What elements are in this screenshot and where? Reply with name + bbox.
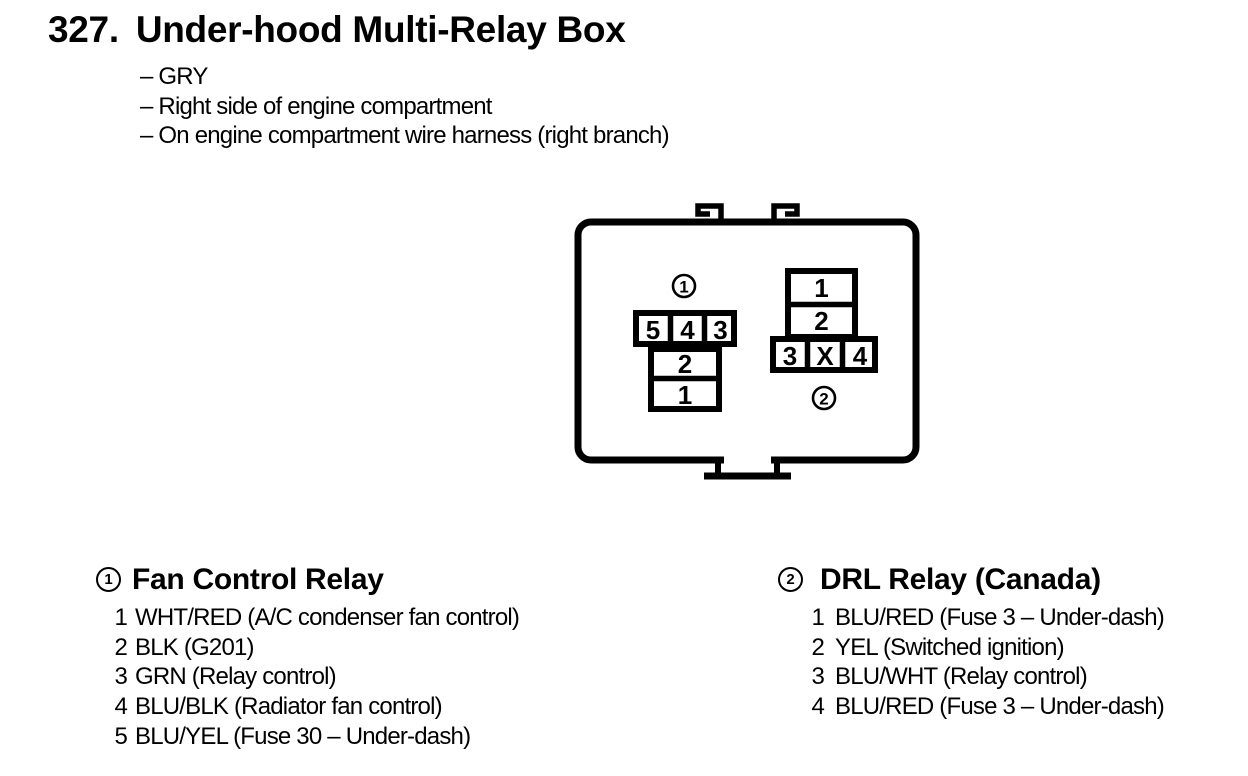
pin-description: BLU/RED (Fuse 3 – Under-dash)	[835, 693, 1165, 721]
connector2-pin-cell: 3	[783, 341, 797, 371]
legend2-title: DRL Relay (Canada)	[820, 563, 1101, 596]
pin-number: 1	[114, 604, 127, 631]
mounting-hook-top-left	[695, 203, 724, 221]
pin-number: 3	[114, 663, 127, 691]
bottom-edge-gap	[724, 453, 771, 466]
pin-description: GRN (Relay control)	[135, 663, 337, 691]
pin-row: 5 BLU/YEL (Fuse 30 – Under-dash)	[96, 722, 656, 752]
legend-header: 1 Fan Control Relay	[96, 562, 656, 597]
pin-row: 2 BLK (G201)	[96, 633, 656, 663]
page-title: Under-hood Multi-Relay Box	[135, 9, 626, 50]
connector2-pin-cell: X	[816, 341, 834, 371]
pin-description: BLK (G201)	[135, 633, 255, 661]
pin-list: 1 WHT/RED (A/C condenser fan control) 2 …	[96, 603, 656, 752]
pin-number: 4	[811, 693, 824, 721]
connector2-label-circle	[811, 385, 837, 411]
section-title: 327. Under-hood Multi-Relay Box	[48, 9, 626, 50]
connector1-pin-cell: 3	[713, 315, 727, 345]
connector1-pin-cell: 5	[646, 315, 660, 345]
pin-number: 2	[811, 633, 824, 661]
legend-drl-relay: 2 DRL Relay (Canada) 1 BLU/RED (Fuse 3 –…	[778, 562, 1238, 722]
connector2-pin-cell: 4	[853, 341, 868, 371]
pin-row: 1 BLU/RED (Fuse 3 – Under-dash)	[778, 603, 1238, 633]
connector1-label: 1	[679, 278, 688, 297]
connector1-pin-cell: 4	[680, 315, 695, 345]
pin-number: 2	[114, 633, 127, 661]
pin-list: 1 BLU/RED (Fuse 3 – Under-dash) 2 YEL (S…	[778, 603, 1238, 722]
pin-description: BLU/WHT (Relay control)	[835, 663, 1088, 691]
connector2-row-divider	[804, 339, 846, 370]
pin-row: 2 YEL (Switched ignition)	[778, 633, 1238, 663]
pin-number: 1	[811, 604, 824, 631]
pin-row: 3 GRN (Relay control)	[96, 662, 656, 692]
pin-number: 4	[114, 693, 127, 721]
connector2-pin-cell: 1	[814, 273, 828, 303]
pin-number: 5	[114, 722, 127, 750]
pin-description: BLU/YEL (Fuse 30 – Under-dash)	[135, 722, 471, 750]
legend2-circle-number: 2	[778, 567, 803, 592]
legend-header: 2 DRL Relay (Canada)	[778, 562, 1238, 597]
connector1-pin-cell: 2	[678, 349, 692, 379]
connector1-pin-cell: 1	[678, 380, 692, 410]
connector1-top-row	[633, 310, 737, 347]
relay-box-diagram: 1 5 4 3 2 1 1 2 3 X 4 2	[574, 203, 920, 480]
pin-description: YEL (Switched ignition)	[835, 633, 1065, 661]
pin-row: 3 BLU/WHT (Relay control)	[778, 662, 1238, 692]
connector2-pin-cell: 2	[814, 306, 828, 336]
pin-row: 4 BLU/BLK (Radiator fan control)	[96, 692, 656, 722]
legend-fan-control-relay: 1 Fan Control Relay 1 WHT/RED (A/C conde…	[96, 562, 656, 752]
connector1-row-divider	[667, 313, 708, 344]
note-line: – On engine compartment wire harness (ri…	[140, 122, 670, 150]
connector1-label-circle	[671, 273, 697, 299]
legend1-circle-number: 1	[96, 567, 121, 592]
legend1-title: Fan Control Relay	[132, 563, 384, 596]
connector2-label: 2	[819, 390, 828, 409]
pin-description: BLU/BLK (Radiator fan control)	[135, 693, 443, 721]
connector2-bottom-row	[770, 336, 878, 373]
pin-description: WHT/RED (A/C condenser fan control)	[135, 604, 520, 631]
mounting-hook-top-right	[771, 203, 800, 221]
section-number: 327.	[48, 9, 119, 50]
pin-number: 3	[811, 663, 824, 691]
note-line: – GRY	[140, 63, 208, 90]
note-line: – Right side of engine compartment	[140, 92, 492, 120]
location-notes: – GRY – Right side of engine compartment…	[140, 62, 670, 151]
pin-row: 1 WHT/RED (A/C condenser fan control)	[96, 603, 656, 633]
pin-row: 4 BLU/RED (Fuse 3 – Under-dash)	[778, 692, 1238, 722]
pin-description: BLU/RED (Fuse 3 – Under-dash)	[835, 604, 1165, 631]
